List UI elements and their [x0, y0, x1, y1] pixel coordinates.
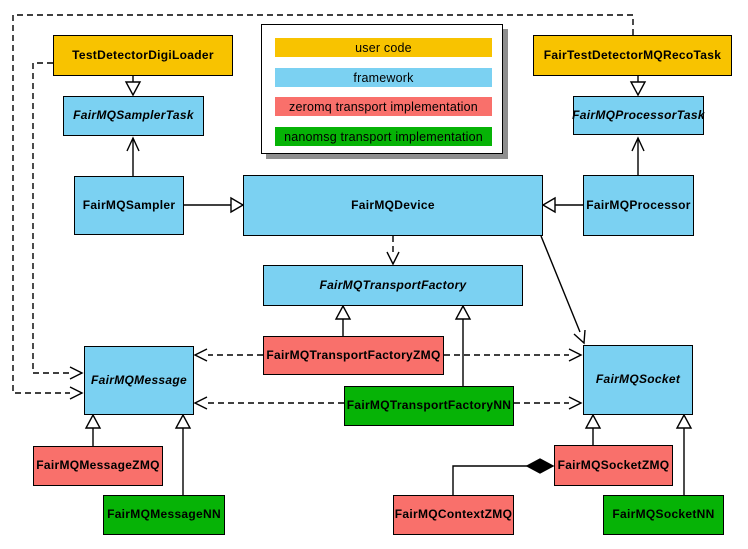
- node-fairmqprocessor: FairMQProcessor: [583, 175, 694, 236]
- node-testdetectordigiloader: TestDetectorDigiLoader: [53, 35, 233, 76]
- node-fairmqdevice: FairMQDevice: [243, 175, 543, 236]
- edge-dependency-factorynn-message: [193, 396, 344, 410]
- legend-item-label: nanomsg transport implementation: [284, 129, 483, 144]
- node-fairmqsamplertask: FairMQSamplerTask: [63, 96, 204, 136]
- edge-dependency-factoryzmq-message: [193, 348, 263, 362]
- node-fairmqtransportfactory: FairMQTransportFactory: [263, 265, 523, 306]
- legend-item-user-code: user code: [275, 38, 492, 57]
- node-fairmqtransportfactoryzmq: FairMQTransportFactoryZMQ: [263, 336, 444, 375]
- node-fairmqprocessortask: FairMQProcessorTask: [572, 96, 705, 135]
- edge-dependency-factorynn-socket: [514, 396, 583, 410]
- legend-item-framework: framework: [275, 68, 492, 87]
- edge-inheritance-sampler-device: [184, 196, 245, 214]
- edge-inheritance-recotask-processortask: [629, 76, 647, 97]
- node-fairmqsocketzmq: FairMQSocketZMQ: [554, 445, 673, 486]
- edge-inheritance-factorynn-transportfactory: [454, 304, 472, 386]
- node-fairmqcontextzmq: FairMQContextZMQ: [393, 495, 514, 535]
- node-fairmqmessagezmq: FairMQMessageZMQ: [33, 446, 163, 486]
- edge-composition-contextzmq-socketzmq: [452, 458, 555, 495]
- edge-inheritance-messagezmq-message: [84, 413, 102, 446]
- legend-item-nanomsg: nanomsg transport implementation: [275, 127, 492, 146]
- node-fairmqsocket: FairMQSocket: [583, 345, 693, 415]
- node-fairmqsocketnn: FairMQSocketNN: [603, 495, 724, 535]
- edge-inheritance-socketzmq-socket: [584, 413, 602, 445]
- edge-inheritance-factoryzmq-transportfactory: [334, 304, 352, 336]
- edge-inheritance-processor-device: [541, 196, 583, 214]
- edge-association-sampler-samplertask: [126, 136, 140, 176]
- legend-item-label: zeromq transport implementation: [289, 99, 478, 114]
- edge-association-device-socket: [540, 235, 586, 345]
- legend-item-label: framework: [353, 70, 414, 85]
- legend: user code framework zeromq transport imp…: [261, 24, 503, 154]
- edge-inheritance-socketnn-socket: [675, 413, 693, 495]
- edge-dependency-factoryzmq-socket: [444, 348, 583, 362]
- edge-association-processor-processortask: [631, 136, 645, 175]
- edge-inheritance-digiloader-samplertask: [124, 76, 142, 97]
- node-fairmqmessagenn: FairMQMessageNN: [103, 495, 225, 535]
- legend-item-zeromq: zeromq transport implementation: [275, 97, 492, 116]
- legend-item-label: user code: [355, 40, 412, 55]
- edge-dependency-device-transportfactory: [386, 236, 400, 266]
- node-fairmqmessage: FairMQMessage: [84, 346, 194, 415]
- node-fairtestdetectormqrecotask: FairTestDetectorMQRecoTask: [533, 35, 732, 76]
- node-fairmqtransportfactorynn: FairMQTransportFactoryNN: [344, 386, 514, 426]
- node-fairmqsampler: FairMQSampler: [74, 176, 184, 235]
- edge-inheritance-messagenn-message: [174, 413, 192, 495]
